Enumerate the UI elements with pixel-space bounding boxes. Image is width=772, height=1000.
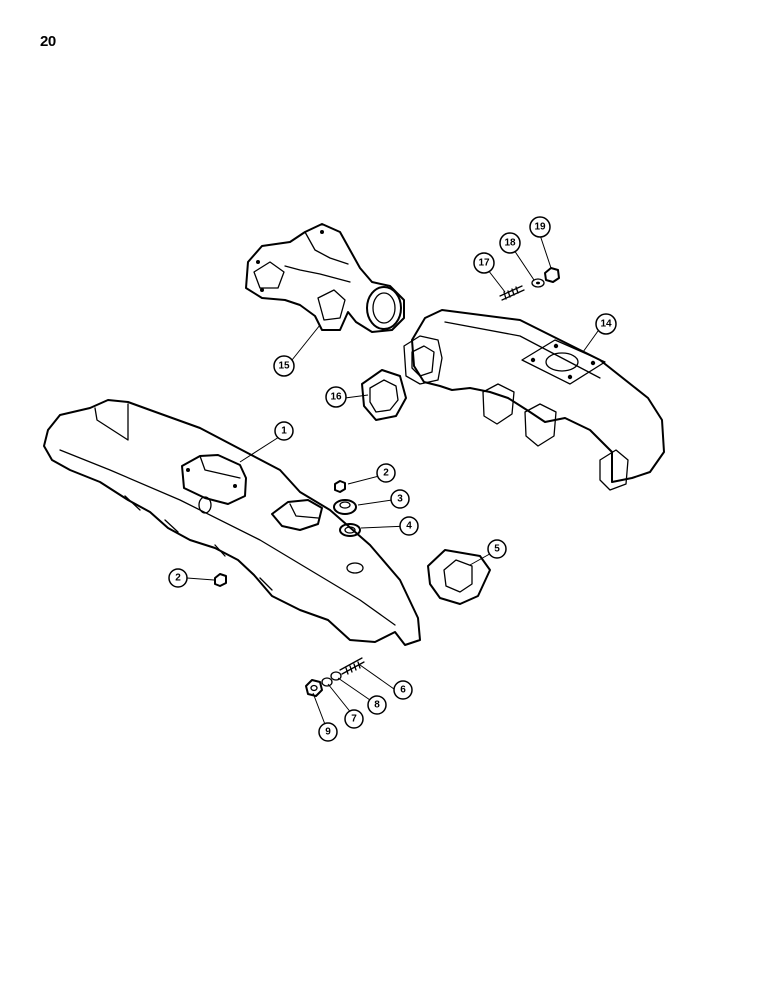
callout-8-label: 8 [374,700,380,711]
callout-17-label: 17 [478,258,490,269]
fitting-part-3 [333,499,357,515]
callout-6: 6 [393,680,413,700]
pipe-plug-part-2-upper [334,480,346,493]
callout-16: 16 [325,386,347,408]
callout-4: 4 [399,516,419,536]
washer-part-7 [321,677,333,687]
callout-16-label: 16 [330,392,342,403]
callout-9-label: 9 [325,727,331,738]
lock-washer-part-8 [330,671,342,681]
callout-15-label: 15 [278,361,290,372]
callout-6-label: 6 [400,685,406,696]
callout-18-label: 18 [504,238,516,249]
callout-2-lower-label: 2 [175,573,181,584]
callout-17: 17 [473,252,495,274]
front-manifold-elbow-part [245,223,405,333]
callout-8: 8 [367,695,387,715]
callout-7: 7 [344,709,364,729]
callout-14-label: 14 [600,319,612,330]
callout-1: 1 [274,421,294,441]
callout-7-label: 7 [351,714,357,725]
callout-15: 15 [273,355,295,377]
callout-19: 19 [529,216,551,238]
callout-14: 14 [595,313,617,335]
callout-4-label: 4 [406,521,412,532]
callout-18: 18 [499,232,521,254]
page-number: 20 [40,33,56,50]
callout-2-upper-label: 2 [383,468,389,479]
callout-2-upper: 2 [376,463,396,483]
main-exhaust-manifold-part [43,399,421,646]
elbow-gasket-part [361,369,407,421]
callout-19-label: 19 [534,222,546,233]
stud-part-17 [499,285,525,301]
pipe-plug-part-2-lower [214,573,227,587]
nut-part-19 [544,267,560,283]
callout-3: 3 [390,489,410,509]
rear-exhaust-manifold-part [403,309,665,491]
washer-part-4 [339,523,361,537]
lock-washer-part-18 [531,278,545,288]
callout-9: 9 [318,722,338,742]
callout-1-label: 1 [281,426,287,437]
callout-5: 5 [487,539,507,559]
manifold-gasket-part-5 [427,549,491,605]
callout-5-label: 5 [494,544,500,555]
callout-3-label: 3 [397,494,403,505]
stud-part-6 [339,657,365,675]
callout-2-lower: 2 [168,568,188,588]
nut-part-9 [305,679,323,697]
